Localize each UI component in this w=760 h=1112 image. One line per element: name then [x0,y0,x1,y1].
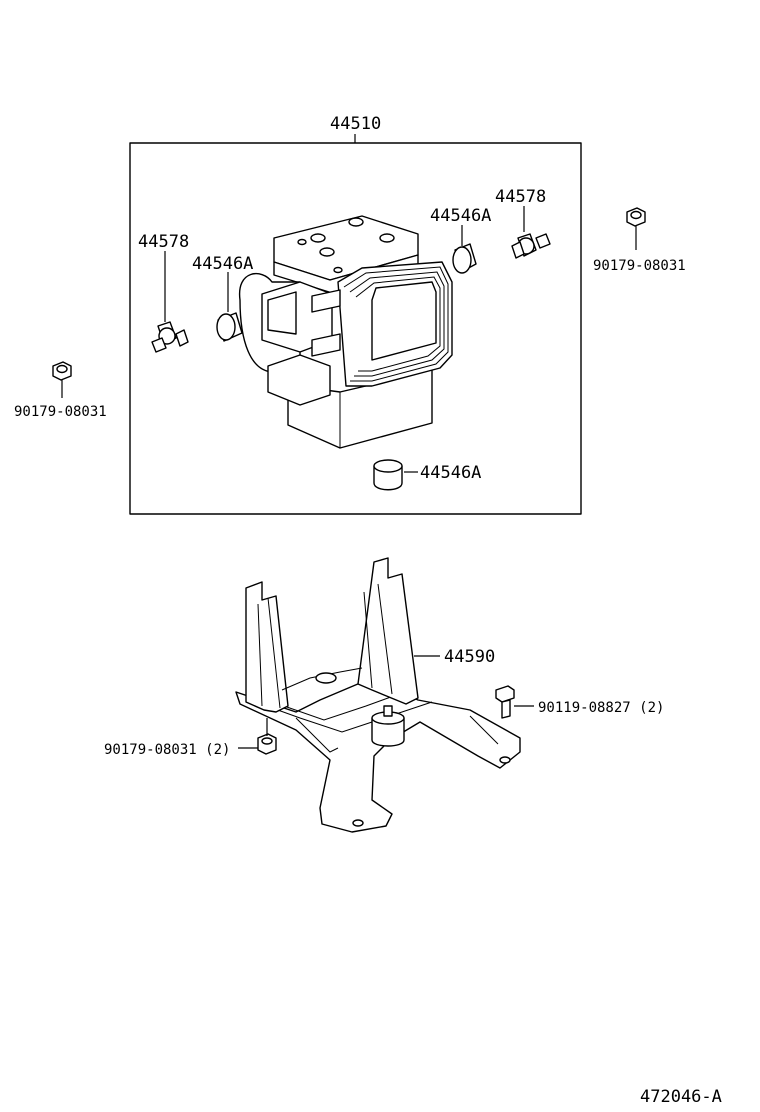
label-nut-left: 90179-08031 [14,404,107,420]
nut-left [52,361,72,381]
cushion-right [452,243,477,274]
label-cushion-bottom: 44546A [420,463,481,483]
cushion-left [216,312,243,342]
label-nut-right: 90179-08031 [593,258,686,274]
cushion-bottom [373,459,403,491]
label-bolt-right: 44578 [495,187,546,207]
label-bracket-nut: 90179-08031 (2) [104,742,230,758]
bolt-left [151,321,189,353]
actuator-bracket [235,557,521,833]
abs-actuator-unit [239,215,453,449]
label-bracket-bolt: 90119-08827 (2) [538,700,664,716]
bolt-right [511,233,551,259]
label-bolt-left: 44578 [138,232,189,252]
bracket-nut [257,733,277,755]
bracket-bolt [495,685,515,719]
label-bracket: 44590 [444,647,495,667]
label-actuator-assembly: 44510 [330,114,381,134]
label-cushion-left: 44546A [192,254,253,274]
nut-right [626,207,646,227]
label-cushion-right: 44546A [430,206,491,226]
figure-id: 472046-A [640,1087,722,1107]
